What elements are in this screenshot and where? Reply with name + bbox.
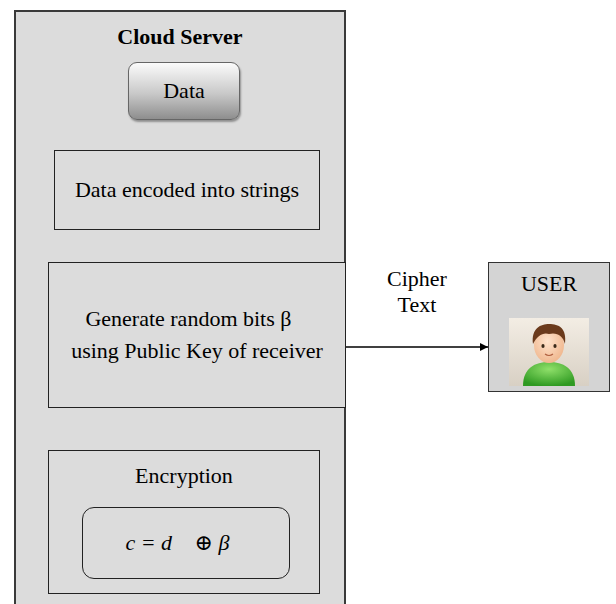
process-box: Data encoded into strings xyxy=(54,150,320,230)
node-text: Generate random bits β⃗ using Public Key… xyxy=(63,303,331,367)
edge-label: Cipher Text xyxy=(375,266,459,317)
node-text: Encryption xyxy=(135,463,233,489)
user-icon xyxy=(509,318,589,386)
node-text: Data encoded into strings xyxy=(75,177,299,203)
data-box: Data xyxy=(128,62,240,120)
encryption-box: Encryption c = d⃗ ⊕ β⃗ xyxy=(48,450,320,594)
arrow-connector xyxy=(346,346,488,348)
server-panel: Cloud ServerDataData encoded into string… xyxy=(14,10,346,604)
formula-text: c = d⃗ ⊕ β⃗ xyxy=(125,530,246,556)
process-box: Generate random bits β⃗ using Public Key… xyxy=(48,262,346,408)
node-text: Cloud Server xyxy=(117,24,242,50)
node-text: USER xyxy=(521,271,577,297)
node-text: Data xyxy=(163,78,205,104)
formula-box: c = d⃗ ⊕ β⃗ xyxy=(82,507,290,579)
